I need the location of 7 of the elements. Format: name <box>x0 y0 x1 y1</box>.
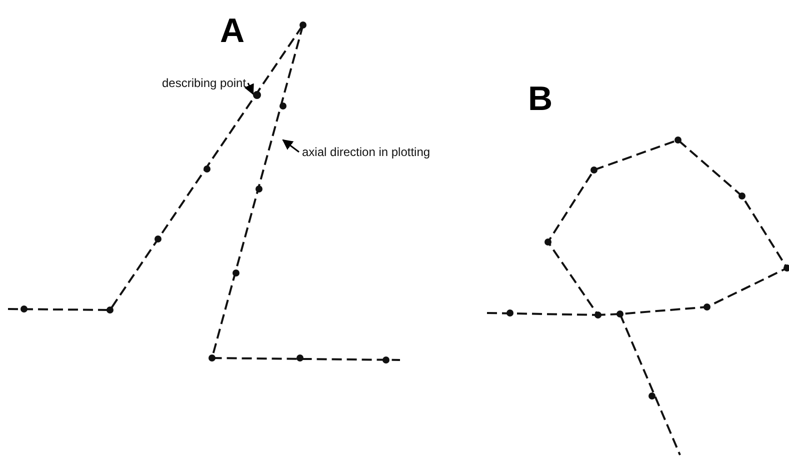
leader-arrow <box>244 82 254 95</box>
panel-letter: A <box>220 12 245 51</box>
annotation-text: axial direction in plotting <box>302 145 430 159</box>
panel-letter: B <box>528 80 553 119</box>
describing-point-dot <box>253 91 261 99</box>
annotation-text: describing point <box>162 76 246 90</box>
leader-arrow <box>282 139 300 153</box>
